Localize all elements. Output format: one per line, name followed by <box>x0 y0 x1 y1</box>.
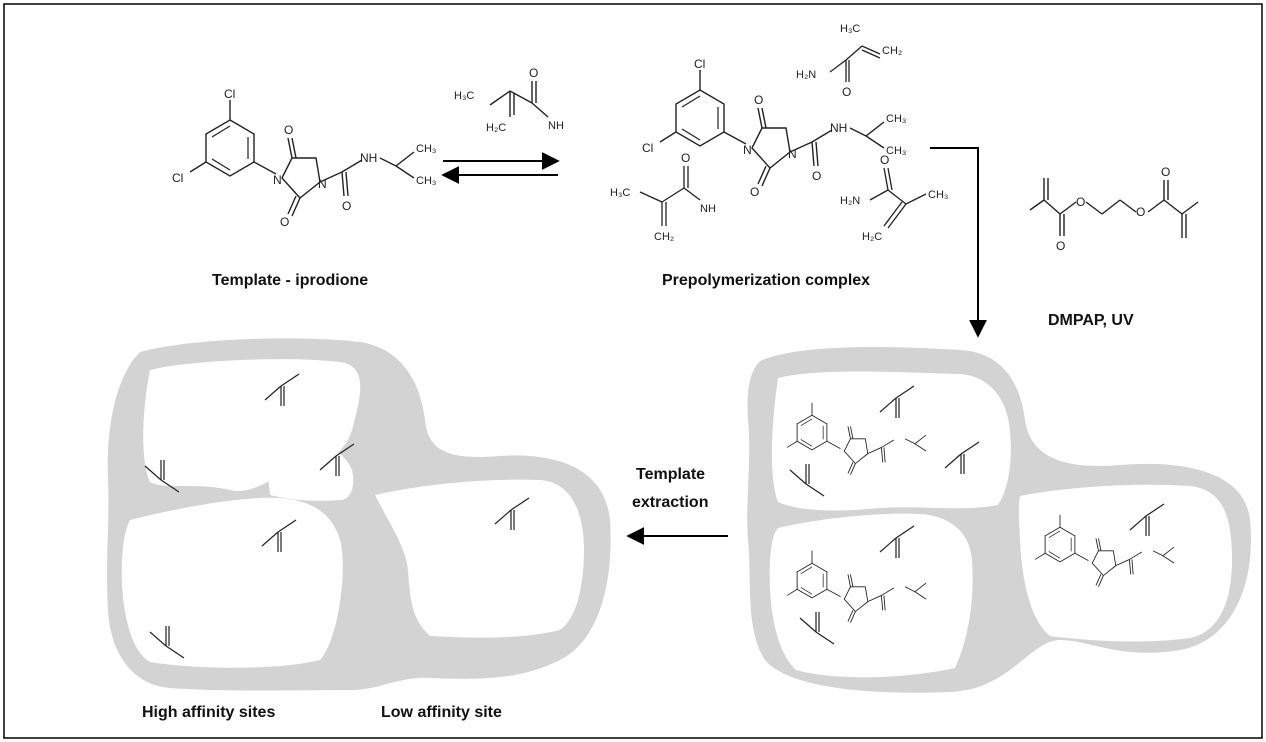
atom-ch2: CH₂ <box>882 45 902 57</box>
atom-o: O <box>750 185 759 199</box>
atom-ch3: CH₃ <box>416 143 436 155</box>
atom-h3c: H₃C <box>610 187 630 199</box>
extraction-label-line2: extraction <box>632 494 709 511</box>
atom-o: O <box>284 123 293 137</box>
atom-h2n: H₂N <box>796 69 816 81</box>
template-label: Template - iprodione <box>212 272 369 289</box>
atom-o: O <box>1056 239 1065 253</box>
methacrylamide-right: H₂N O CH₃ H₂C <box>840 153 948 243</box>
methacrylamide-monomer: H₃C H₂C O NH <box>454 66 564 134</box>
atom-n: N <box>318 177 327 191</box>
atom-ch3: CH₃ <box>886 113 906 125</box>
low-affinity-label: Low affinity site <box>381 704 502 721</box>
atom-o: O <box>754 93 763 107</box>
prepolymerization-complex-structure: Cl Cl N N O O O NH CH₃ CH₃ <box>642 57 906 199</box>
atom-o: O <box>1136 205 1145 219</box>
atom-ch3: CH₃ <box>416 175 436 187</box>
atom-o: O <box>1076 195 1085 209</box>
atom-o: O <box>342 199 351 213</box>
atom-o: O <box>529 66 538 80</box>
atom-o: O <box>681 151 690 165</box>
atom-h2c: H₂C <box>862 231 882 243</box>
atom-n: N <box>743 143 752 157</box>
methacrylamide-top: H₂N O H₃C CH₂ <box>796 23 902 99</box>
atom-o: O <box>880 153 889 167</box>
atom-cl: Cl <box>224 87 235 101</box>
atom-h3c: H₃C <box>454 90 474 102</box>
atom-n: N <box>273 173 282 187</box>
atom-cl: Cl <box>172 171 183 185</box>
atom-ch3: CH₃ <box>928 189 948 201</box>
atom-o: O <box>1161 165 1170 179</box>
imprinted-polymer-extracted <box>107 338 611 691</box>
atom-ch2: CH₂ <box>654 231 674 243</box>
extraction-label-line1: Template <box>636 466 706 483</box>
atom-h2c: H₂C <box>486 122 506 134</box>
imprinted-polymer-with-template <box>747 347 1251 693</box>
methacrylamide-left: H₃C O NH CH₂ <box>610 151 716 243</box>
crosslinker-structure: O O O O <box>1029 165 1199 253</box>
atom-o: O <box>280 215 289 229</box>
figure-frame <box>3 3 1263 739</box>
high-affinity-label: High affinity sites <box>142 704 276 721</box>
polymerization-arrow <box>930 147 987 338</box>
atom-o: O <box>842 85 851 99</box>
prepolymerization-label: Prepolymerization complex <box>662 272 871 289</box>
atom-cl: Cl <box>694 57 705 71</box>
atom-h3c: H₃C <box>840 23 860 35</box>
atom-nh2: NH <box>548 120 564 132</box>
initiator-label: DMPAP, UV <box>1048 312 1134 329</box>
atom-cl: Cl <box>642 141 653 155</box>
atom-o: O <box>812 169 821 183</box>
iprodione-template-structure: Cl Cl N N O O O NH CH₃ CH₃ <box>172 87 436 229</box>
atom-nh2: NH <box>700 203 716 215</box>
atom-h2n: H₂N <box>840 195 860 207</box>
atom-nh: NH <box>360 151 377 165</box>
atom-nh: NH <box>830 121 847 135</box>
atom-n: N <box>788 147 797 161</box>
atom-ch3: CH₃ <box>886 145 906 157</box>
